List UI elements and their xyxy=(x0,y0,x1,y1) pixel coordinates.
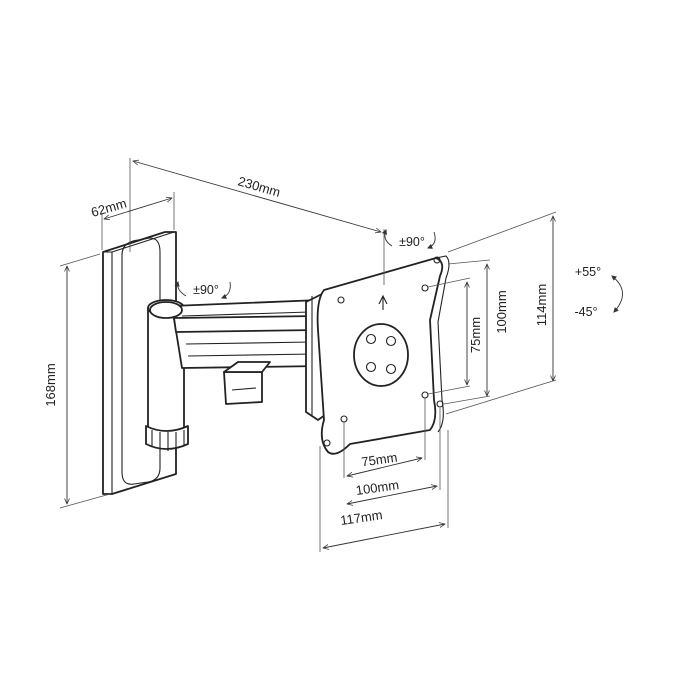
dim-vesa-width-75: 75mm xyxy=(343,398,426,478)
label-114mm-vertical: 114mm xyxy=(534,284,549,326)
vesa-plate xyxy=(316,255,450,455)
label-230mm: 230mm xyxy=(236,173,282,199)
dim-wall-plate-height: 168mm xyxy=(43,253,111,509)
label-tilt-down: -45° xyxy=(574,305,597,319)
dim-plate-height: 114mm xyxy=(445,211,557,415)
label-100mm-vertical: 100mm xyxy=(494,290,509,333)
label-117mm: 117mm xyxy=(339,507,383,528)
label-tilt-up: +55° xyxy=(575,265,601,279)
label-75mm-horizontal: 75mm xyxy=(360,450,398,470)
tilt-indicator: +55° -45° xyxy=(574,265,623,319)
dim-vesa-height-100: 100mm xyxy=(443,259,509,405)
label-168mm: 168mm xyxy=(43,363,58,406)
dim-vesa-height-75: 75mm xyxy=(427,277,483,395)
label-75mm-vertical: 75mm xyxy=(468,317,483,353)
label-100mm-horizontal: 100mm xyxy=(355,477,400,498)
arm-swivel-indicator: ±90° xyxy=(174,280,231,299)
head-swivel-indicator: ±90° xyxy=(381,228,436,249)
dim-plate-width: 117mm xyxy=(319,430,449,552)
label-arm-swivel: ±90° xyxy=(193,283,219,297)
dim-vesa-width-100: 100mm xyxy=(347,408,441,504)
label-head-swivel: ±90° xyxy=(399,235,425,249)
label-62mm: 62mm xyxy=(89,195,128,219)
